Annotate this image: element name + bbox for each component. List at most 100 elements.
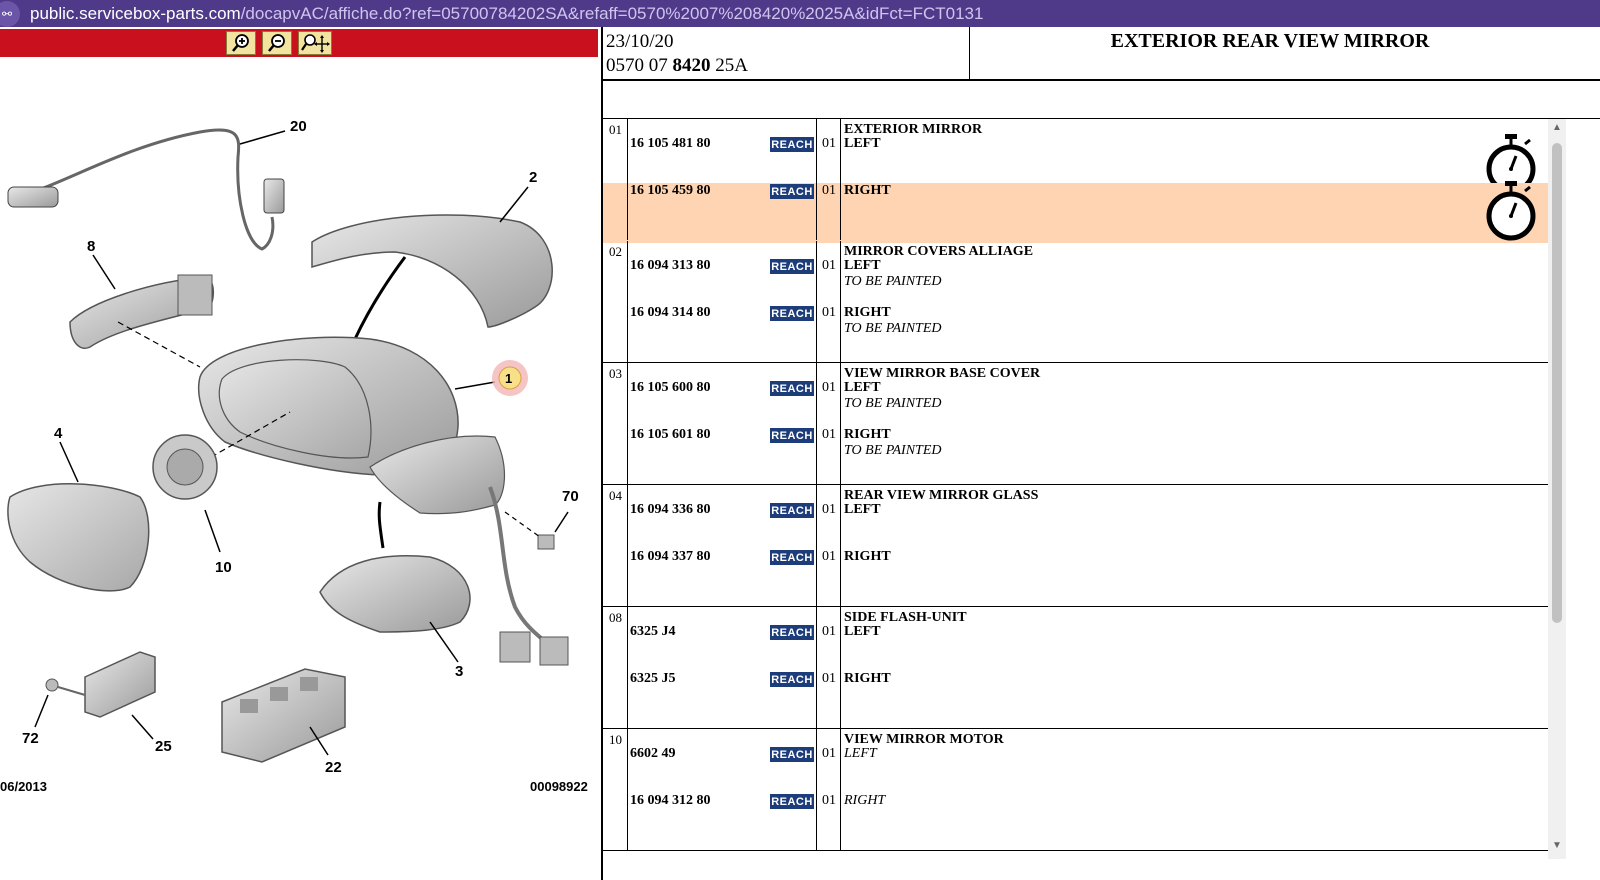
part-quantity: 01 [822,671,836,686]
part-number[interactable]: 6602 49 [630,746,676,761]
header-code-c: 25A [715,55,748,76]
part-number[interactable]: 16 105 459 80 [630,183,711,198]
part-20-harness [7,128,286,251]
site-info-icon[interactable]: ⚯ [0,0,20,27]
callout-22[interactable]: 22 [325,759,342,776]
part-number[interactable]: 16 094 313 80 [630,258,711,273]
zoom-out-button[interactable] [262,31,292,55]
part-quantity: 01 [822,380,836,395]
part-10-motor [152,434,221,553]
part-row[interactable]: 6602 49 REACH 01 LEFT [603,746,1548,806]
group-title: EXTERIOR MIRROR [844,122,983,137]
callout-20[interactable]: 20 [290,118,307,135]
callout-4[interactable]: 4 [54,425,63,442]
group-title: REAR VIEW MIRROR GLASS [844,488,1039,503]
reach-badge[interactable]: REACH [770,625,814,640]
group-number: 10 [603,729,628,850]
diagram-ref: 00098922 [530,779,588,794]
group-title: MIRROR COVERS ALLIAGE [844,244,1034,259]
stopwatch-icon[interactable] [1483,132,1539,201]
part-quantity: 01 [822,793,836,808]
zoom-in-button[interactable] [226,31,256,55]
part-1-mirror-body [198,336,506,515]
reach-badge[interactable]: REACH [770,381,814,396]
callout-1[interactable]: 1 [505,371,512,386]
part-quantity: 01 [822,258,836,273]
stopwatch-icon[interactable] [1483,179,1539,248]
reach-badge[interactable]: REACH [770,428,814,443]
column-divider [840,729,841,850]
callout-10[interactable]: 10 [215,559,232,576]
part-side: LEFT [844,746,877,761]
pan-zoom-button[interactable] [298,31,332,55]
part-number[interactable]: 16 105 600 80 [630,380,711,395]
reach-badge[interactable]: REACH [770,184,814,199]
group-number: 04 [603,485,628,606]
reach-badge[interactable]: REACH [770,794,814,809]
part-note: TO BE PAINTED [844,274,942,289]
address-bar[interactable]: ⚯ public.servicebox-parts.com/docapvAC/a… [0,0,1600,27]
part-side: RIGHT [844,305,891,320]
callout-3[interactable]: 3 [455,663,463,680]
part-number[interactable]: 16 105 601 80 [630,427,711,442]
part-number[interactable]: 6325 J5 [630,671,676,686]
column-divider [816,607,817,728]
reach-badge[interactable]: REACH [770,672,814,687]
callout-2[interactable]: 2 [529,169,537,186]
pane-separator[interactable] [601,27,603,880]
diagram-date: 06/2013 [0,779,47,794]
scroll-up-arrow-icon[interactable]: ▲ [1552,122,1562,133]
reach-badge[interactable]: REACH [770,747,814,762]
callout-70[interactable]: 70 [562,488,579,505]
part-70-clip [488,486,569,666]
reach-badge[interactable]: REACH [770,550,814,565]
header-code: 0570 07 8420 25A [606,54,748,78]
reach-badge[interactable]: REACH [770,259,814,274]
part-25-module [34,651,156,740]
part-number[interactable]: 16 094 336 80 [630,502,711,517]
callout-8[interactable]: 8 [87,238,95,255]
part-number[interactable]: 6325 J4 [630,624,676,639]
scrollbar[interactable]: ▲ ▼ [1548,119,1566,859]
reach-badge[interactable]: REACH [770,137,814,152]
reach-badge[interactable]: REACH [770,306,814,321]
exploded-diagram[interactable]: 20 2 8 1 4 10 70 3 72 25 22 [0,61,600,776]
zoom-out-icon [268,34,285,52]
column-divider [816,119,817,240]
header-date: 23/10/20 [606,31,674,52]
part-side: RIGHT [844,183,891,198]
part-quantity: 01 [822,183,836,198]
callout-72[interactable]: 72 [22,730,39,747]
column-divider [840,363,841,484]
part-number[interactable]: 16 094 337 80 [630,549,711,564]
part-row[interactable]: 16 105 459 80 REACH 01 RIGHT [603,181,1548,243]
part-quantity: 01 [822,502,836,517]
part-number[interactable]: 16 105 481 80 [630,136,711,151]
zoom-in-icon [232,34,249,52]
part-number[interactable]: 16 094 314 80 [630,305,711,320]
zoom-toolbar [0,29,598,57]
scroll-down-arrow-icon[interactable]: ▼ [1552,840,1562,851]
parts-pane: 23/10/20 0570 07 8420 25A EXTERIOR REAR … [603,27,1600,880]
callout-25[interactable]: 25 [155,738,172,755]
scroll-thumb[interactable] [1552,143,1562,623]
diagram-pane: 20 2 8 1 4 10 70 3 72 25 22 06/2013 0009… [0,27,600,880]
part-quantity: 01 [822,305,836,320]
reach-badge[interactable]: REACH [770,503,814,518]
part-number[interactable]: 16 094 312 80 [630,793,711,808]
part-2-cover [311,186,553,340]
